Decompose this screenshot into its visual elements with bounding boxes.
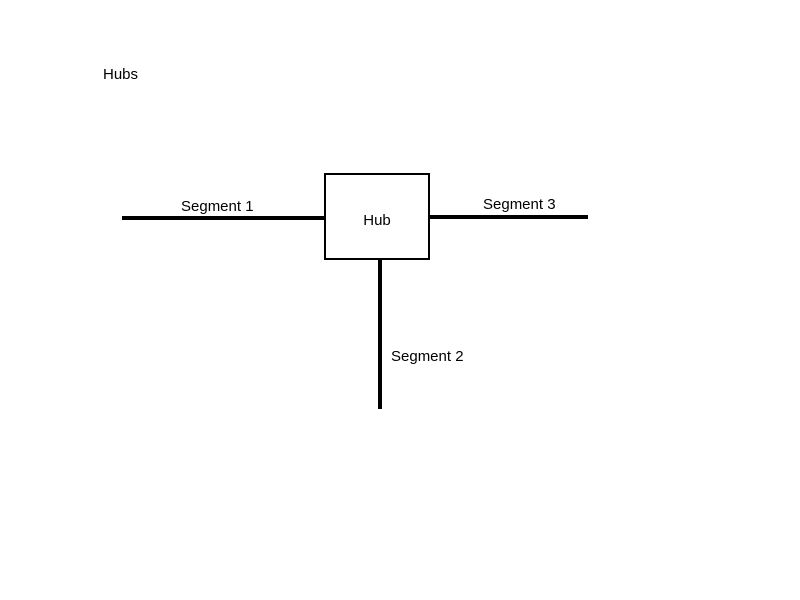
segment-3-label: Segment 3 <box>483 196 556 213</box>
segment-1-label: Segment 1 <box>181 198 254 215</box>
hub-label: Hub <box>363 212 391 229</box>
page-title: Hubs <box>103 66 139 83</box>
hub-box <box>324 173 430 260</box>
segment-2-label: Segment 2 <box>391 348 464 365</box>
